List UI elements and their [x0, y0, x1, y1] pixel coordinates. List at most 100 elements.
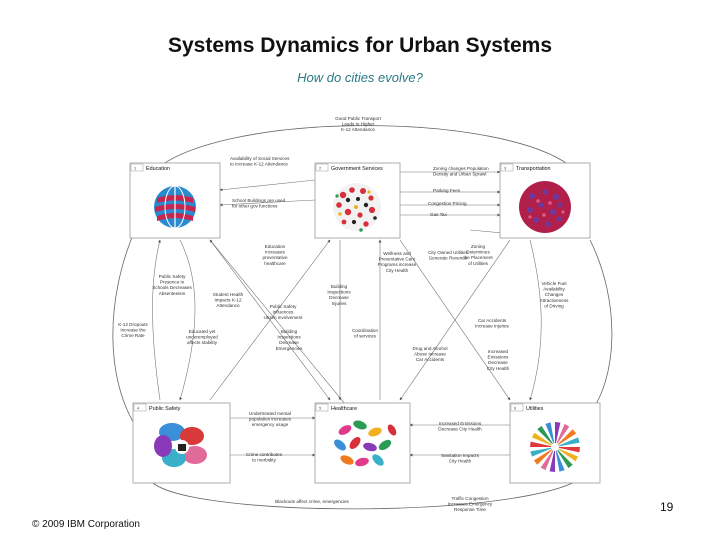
pinwheel-hub: [551, 443, 559, 451]
link-label-line: Zoning changes Population: [433, 166, 489, 171]
pinwheel-segment: [530, 447, 555, 457]
link-label-line: of Driving: [544, 303, 564, 308]
page-title: Systems Dynamics for Urban Systems: [168, 34, 552, 57]
link-label-line: City Owned Utilities: [428, 250, 469, 255]
page-number: 19: [660, 500, 674, 514]
panel-label: Transportation: [516, 166, 551, 172]
link-label-line: Educated yet: [189, 329, 217, 334]
link-label-line: population increases: [249, 417, 292, 422]
link-label-line: Wellness and: [383, 251, 411, 256]
outer-arc-bottom: [149, 469, 591, 510]
pinwheel-segment: [549, 447, 555, 472]
link-label-line: Availability of Social Services: [230, 156, 290, 161]
link-line: [179, 239, 196, 401]
link-label-l6: Congestion Pricing: [428, 201, 467, 206]
link-label-line: Decrease: [329, 295, 349, 300]
pinwheel-segment: [533, 447, 555, 465]
link-label-line: preventative: [262, 255, 287, 260]
link-label-line: Increased Emissions: [439, 421, 482, 426]
link-label-line: Undertreated mental: [249, 411, 291, 416]
link-label-line: Car Accidents: [478, 318, 507, 323]
link-label-line: Building: [281, 329, 298, 334]
link-label-line: of Utilities: [468, 261, 489, 266]
link-label-line: Absenteeism: [159, 291, 186, 296]
link-label-line: Vehicle Fuel: [541, 281, 566, 286]
panel-number: 1: [134, 166, 137, 171]
page-subtitle: How do cities evolve?: [297, 70, 423, 85]
pinwheel-segment: [555, 447, 580, 453]
link-label-line: K-12 Attendance: [341, 127, 375, 132]
pinwheel-segment: [555, 437, 580, 447]
link-label-line: Sanitation Impacts: [441, 453, 479, 458]
link-label-line: Education: [265, 244, 286, 249]
pinwheel-segment: [545, 422, 555, 447]
link-label-line: Leads to Higher: [342, 122, 375, 127]
ibm-logo-icon: [333, 183, 381, 232]
pinwheel-segment: [531, 432, 555, 447]
link-label-line: Student Health: [213, 292, 244, 297]
link-line: [209, 239, 351, 411]
panel-label: Utilities: [526, 406, 544, 412]
link-line: [219, 179, 316, 192]
link-label-line: affects stability: [187, 340, 218, 345]
link-label-l5: Parking Fees: [433, 188, 461, 193]
link-label-line: Congestion Pricing: [428, 201, 467, 206]
link-label-line: Blackouts affect crime, emergencies: [275, 499, 349, 504]
copyright-notice: © 2009 IBM Corporation: [32, 519, 140, 530]
flower-icon: [154, 423, 207, 467]
link-label-line: Emergencies: [276, 346, 304, 351]
link-label-line: Traffic Congestion: [451, 496, 488, 501]
link-label-line: K-12 Dropouts: [118, 322, 148, 327]
link-label-line: Decrease City Health: [438, 427, 482, 432]
link-label-line: Zoning: [471, 244, 485, 249]
outer-arc-top: [149, 125, 576, 176]
panel-number: 3: [504, 166, 507, 171]
link-label-line: Density and Urban Sprawl: [433, 172, 486, 177]
panel-public-safety: 4 Public Safety: [132, 402, 231, 484]
link-line: [209, 239, 331, 401]
link-label-line: Abuse Increase: [414, 352, 446, 357]
outer-arc-right: [584, 239, 613, 421]
outer-arc-left: [112, 229, 139, 431]
panel-transportation: 3 Transportation: [499, 162, 591, 239]
panel-government: 2 Government Services: [314, 162, 401, 239]
link-label-line: Public Safety: [270, 304, 298, 309]
pinwheel-segment: [555, 447, 565, 472]
link-label-line: Public Safety: [159, 274, 187, 279]
globe-icon: [154, 185, 196, 229]
link-label-l28: Blackouts affect crime, emergencies: [275, 499, 349, 504]
link-label-line: Decrease: [488, 360, 508, 365]
link-label-line: Crime contributes: [246, 452, 283, 457]
link-label-line: Increase Injuries: [475, 324, 509, 329]
link-label-line: Availability: [543, 287, 565, 292]
link-label-line: influences: [273, 310, 294, 315]
flower-icon: [334, 420, 397, 467]
link-label-line: Attractiveness: [540, 298, 570, 303]
link-label-line: Programs increase: [378, 262, 417, 267]
link-label-line: Schools Decreases: [152, 285, 192, 290]
pinwheel-icon: [530, 422, 580, 472]
link-label-line: Increases Emergency: [448, 502, 493, 507]
link-label-line: Drug and Alcohol: [413, 346, 448, 351]
link-label-line: increases: [265, 250, 285, 255]
link-label-line: City Health: [449, 459, 472, 464]
link-line: [529, 239, 542, 401]
link-label-line: School Buildings are used: [232, 198, 286, 203]
panel-label: Healthcare: [331, 406, 357, 412]
panel-number: 2: [319, 166, 322, 171]
